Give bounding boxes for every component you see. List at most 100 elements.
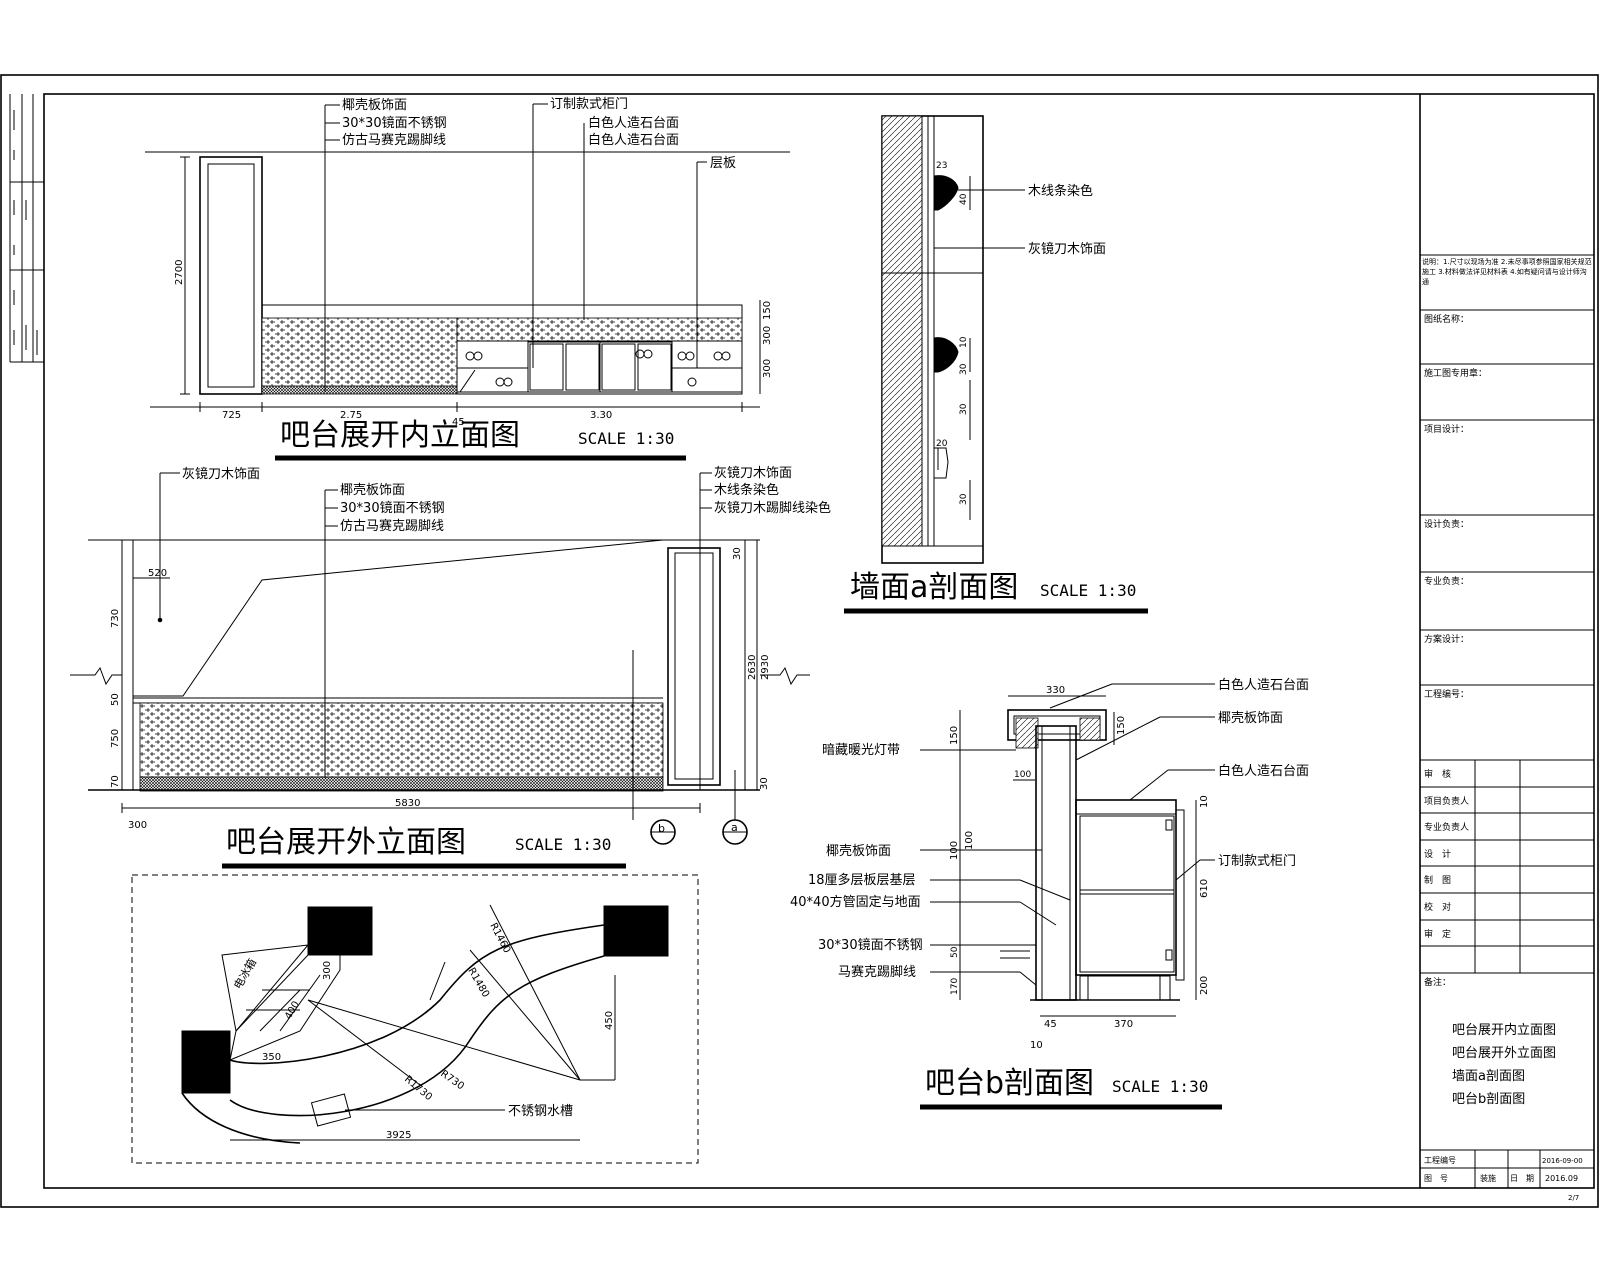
tb-row: 专业负责： (1424, 575, 1469, 587)
inner-elevation: 2700 725 2.75 3.30 45 150 300 300 椰壳板饰面 … (145, 97, 790, 461)
dim-text: 725 (222, 410, 241, 421)
dim-text: 150 (1116, 716, 1127, 735)
dim-text: 45 (452, 417, 465, 428)
inner-scale: SCALE 1:30 (578, 429, 674, 448)
label: 马赛克踢脚线 (838, 964, 916, 980)
inner-title: 吧台展开内立面图 (280, 418, 520, 453)
label: 30*30镜面不锈钢 (340, 501, 445, 516)
label: 椰壳板饰面 (342, 98, 407, 113)
label: 订制款式柜门 (1218, 854, 1296, 869)
tb-row: 图纸名称： (1424, 313, 1469, 325)
dim-text: 100 (949, 841, 960, 860)
wall-scale: SCALE 1:30 (1040, 581, 1136, 600)
dim-text: 50 (110, 693, 121, 706)
label: 灰镜刀木踢脚线染色 (714, 500, 831, 516)
dim-text: 30 (732, 547, 743, 560)
drawing-name: 吧台展开内立面图 (1452, 1022, 1556, 1038)
sign-row: 项目负责人 (1424, 795, 1469, 807)
outer-mosaic (139, 702, 664, 778)
dim-text: 2630 (747, 655, 758, 680)
label: 灰镜刀木饰面 (182, 467, 260, 482)
fridge-label: 电冰箱 (230, 956, 259, 992)
dim-text: R1730 (402, 1074, 434, 1103)
dim-text: 300 (322, 961, 333, 980)
bar-section-b: 330 150 150 100 100 100 50 170 45 370 10… (790, 677, 1309, 1110)
label: 30*30镜面不锈钢 (818, 938, 923, 953)
footer-text: 2016.09 (1545, 1174, 1578, 1183)
sheet-border (0, 74, 1599, 1208)
label: 18厘多层板层基层 (808, 872, 916, 888)
wall-section-a: 23 40 10 30 30 20 30 木线条染色 灰镜刀木饰面 墙面a剖面图… (844, 115, 1148, 614)
tb-row: 方案设计： (1424, 633, 1469, 645)
title-block: 说明：1.尺寸以现场为准 2.未尽事项参照国家相关规范施工 3.材料做法详见材料… (1419, 94, 1594, 1202)
remarks-label: 备注： (1424, 976, 1451, 988)
dim-text: 10 (1199, 795, 1210, 808)
sink (310, 1093, 352, 1127)
sign-row: 审 核 (1424, 768, 1451, 780)
drawing-name: 墙面a剖面图 (1452, 1069, 1525, 1084)
label: 白色人造石台面 (1218, 763, 1309, 779)
dim-text: 5830 (395, 798, 420, 809)
bar-title: 吧台b剖面图 (925, 1066, 1094, 1101)
column (603, 905, 669, 957)
dim-text: 45 (1044, 1019, 1057, 1030)
dim-text: 100 (964, 831, 975, 850)
label: 暗藏暖光灯带 (822, 743, 900, 758)
label: 仿古马赛克踢脚线 (342, 132, 446, 148)
dim-text: 70 (110, 775, 121, 788)
label: 木线条染色 (1028, 183, 1093, 199)
dim-text: 30 (759, 777, 770, 790)
dim-text: 300 (128, 820, 147, 831)
page-number: 2/7 (1568, 1194, 1579, 1202)
dim-text: 200 (1199, 976, 1210, 995)
sign-row: 制 图 (1424, 874, 1451, 886)
dim-text: 10 (959, 336, 969, 348)
dim-text: 10 (1030, 1040, 1043, 1051)
dim-text: 100 (1014, 770, 1031, 780)
sign-row: 专业负责人 (1424, 821, 1469, 833)
dim-text: 40 (959, 193, 969, 205)
label: 木线条染色 (714, 482, 779, 498)
dim-text: 170 (950, 978, 960, 995)
tb-row: 设计负责： (1424, 518, 1469, 530)
sign-row: 审 定 (1424, 928, 1451, 940)
dim-text: R730 (438, 1068, 466, 1092)
dim-text: 750 (110, 729, 121, 748)
dim-text: 30 (959, 363, 969, 375)
label: 不锈钢水槽 (508, 1104, 573, 1119)
dim-text: 50 (950, 946, 960, 958)
section-marker-a: a (731, 821, 738, 834)
label: 灰镜刀木饰面 (714, 466, 792, 481)
tb-row: 项目设计： (1424, 423, 1469, 435)
column (181, 1030, 231, 1094)
dim-text: 450 (604, 1011, 615, 1030)
label: 白色人造石台面 (588, 115, 679, 131)
sign-row: 校 对 (1424, 901, 1451, 913)
dim-text: 30 (959, 493, 969, 505)
wall-title: 墙面a剖面图 (850, 570, 1018, 605)
label: 白色人造石台面 (588, 132, 679, 148)
outer-elevation: b a 520 730 50 750 70 2630 2930 5830 300… (70, 466, 831, 869)
label: 仿古马赛克踢脚线 (340, 518, 444, 534)
dim-text: 3.30 (590, 410, 612, 421)
dim-text: 610 (1199, 879, 1210, 898)
dim-text: 23 (936, 161, 947, 171)
label: 椰壳板饰面 (340, 483, 405, 498)
dim-text: 2700 (174, 260, 185, 285)
label: 40*40方管固定与地面 (790, 894, 921, 910)
outer-title: 吧台展开外立面图 (226, 825, 466, 860)
dim-text: 350 (262, 1052, 281, 1063)
dim-text: 150 (762, 301, 773, 320)
binding-strip (9, 94, 44, 363)
dim-text: R1460 (487, 921, 512, 955)
label: 椰壳板饰面 (1218, 711, 1283, 726)
label: 灰镜刀木饰面 (1028, 242, 1106, 257)
dim-text: 20 (936, 439, 948, 449)
footer-text: 装施 (1480, 1173, 1496, 1183)
tb-row: 施工图专用章： (1424, 367, 1487, 379)
notes-text: 说明：1.尺寸以现场为准 2.未尽事项参照国家相关规范施工 3.材料做法详见材料… (1422, 258, 1592, 286)
tb-row: 工程编号： (1424, 688, 1469, 700)
dim-text: 300 (762, 359, 773, 378)
outer-scale: SCALE 1:30 (515, 835, 611, 854)
